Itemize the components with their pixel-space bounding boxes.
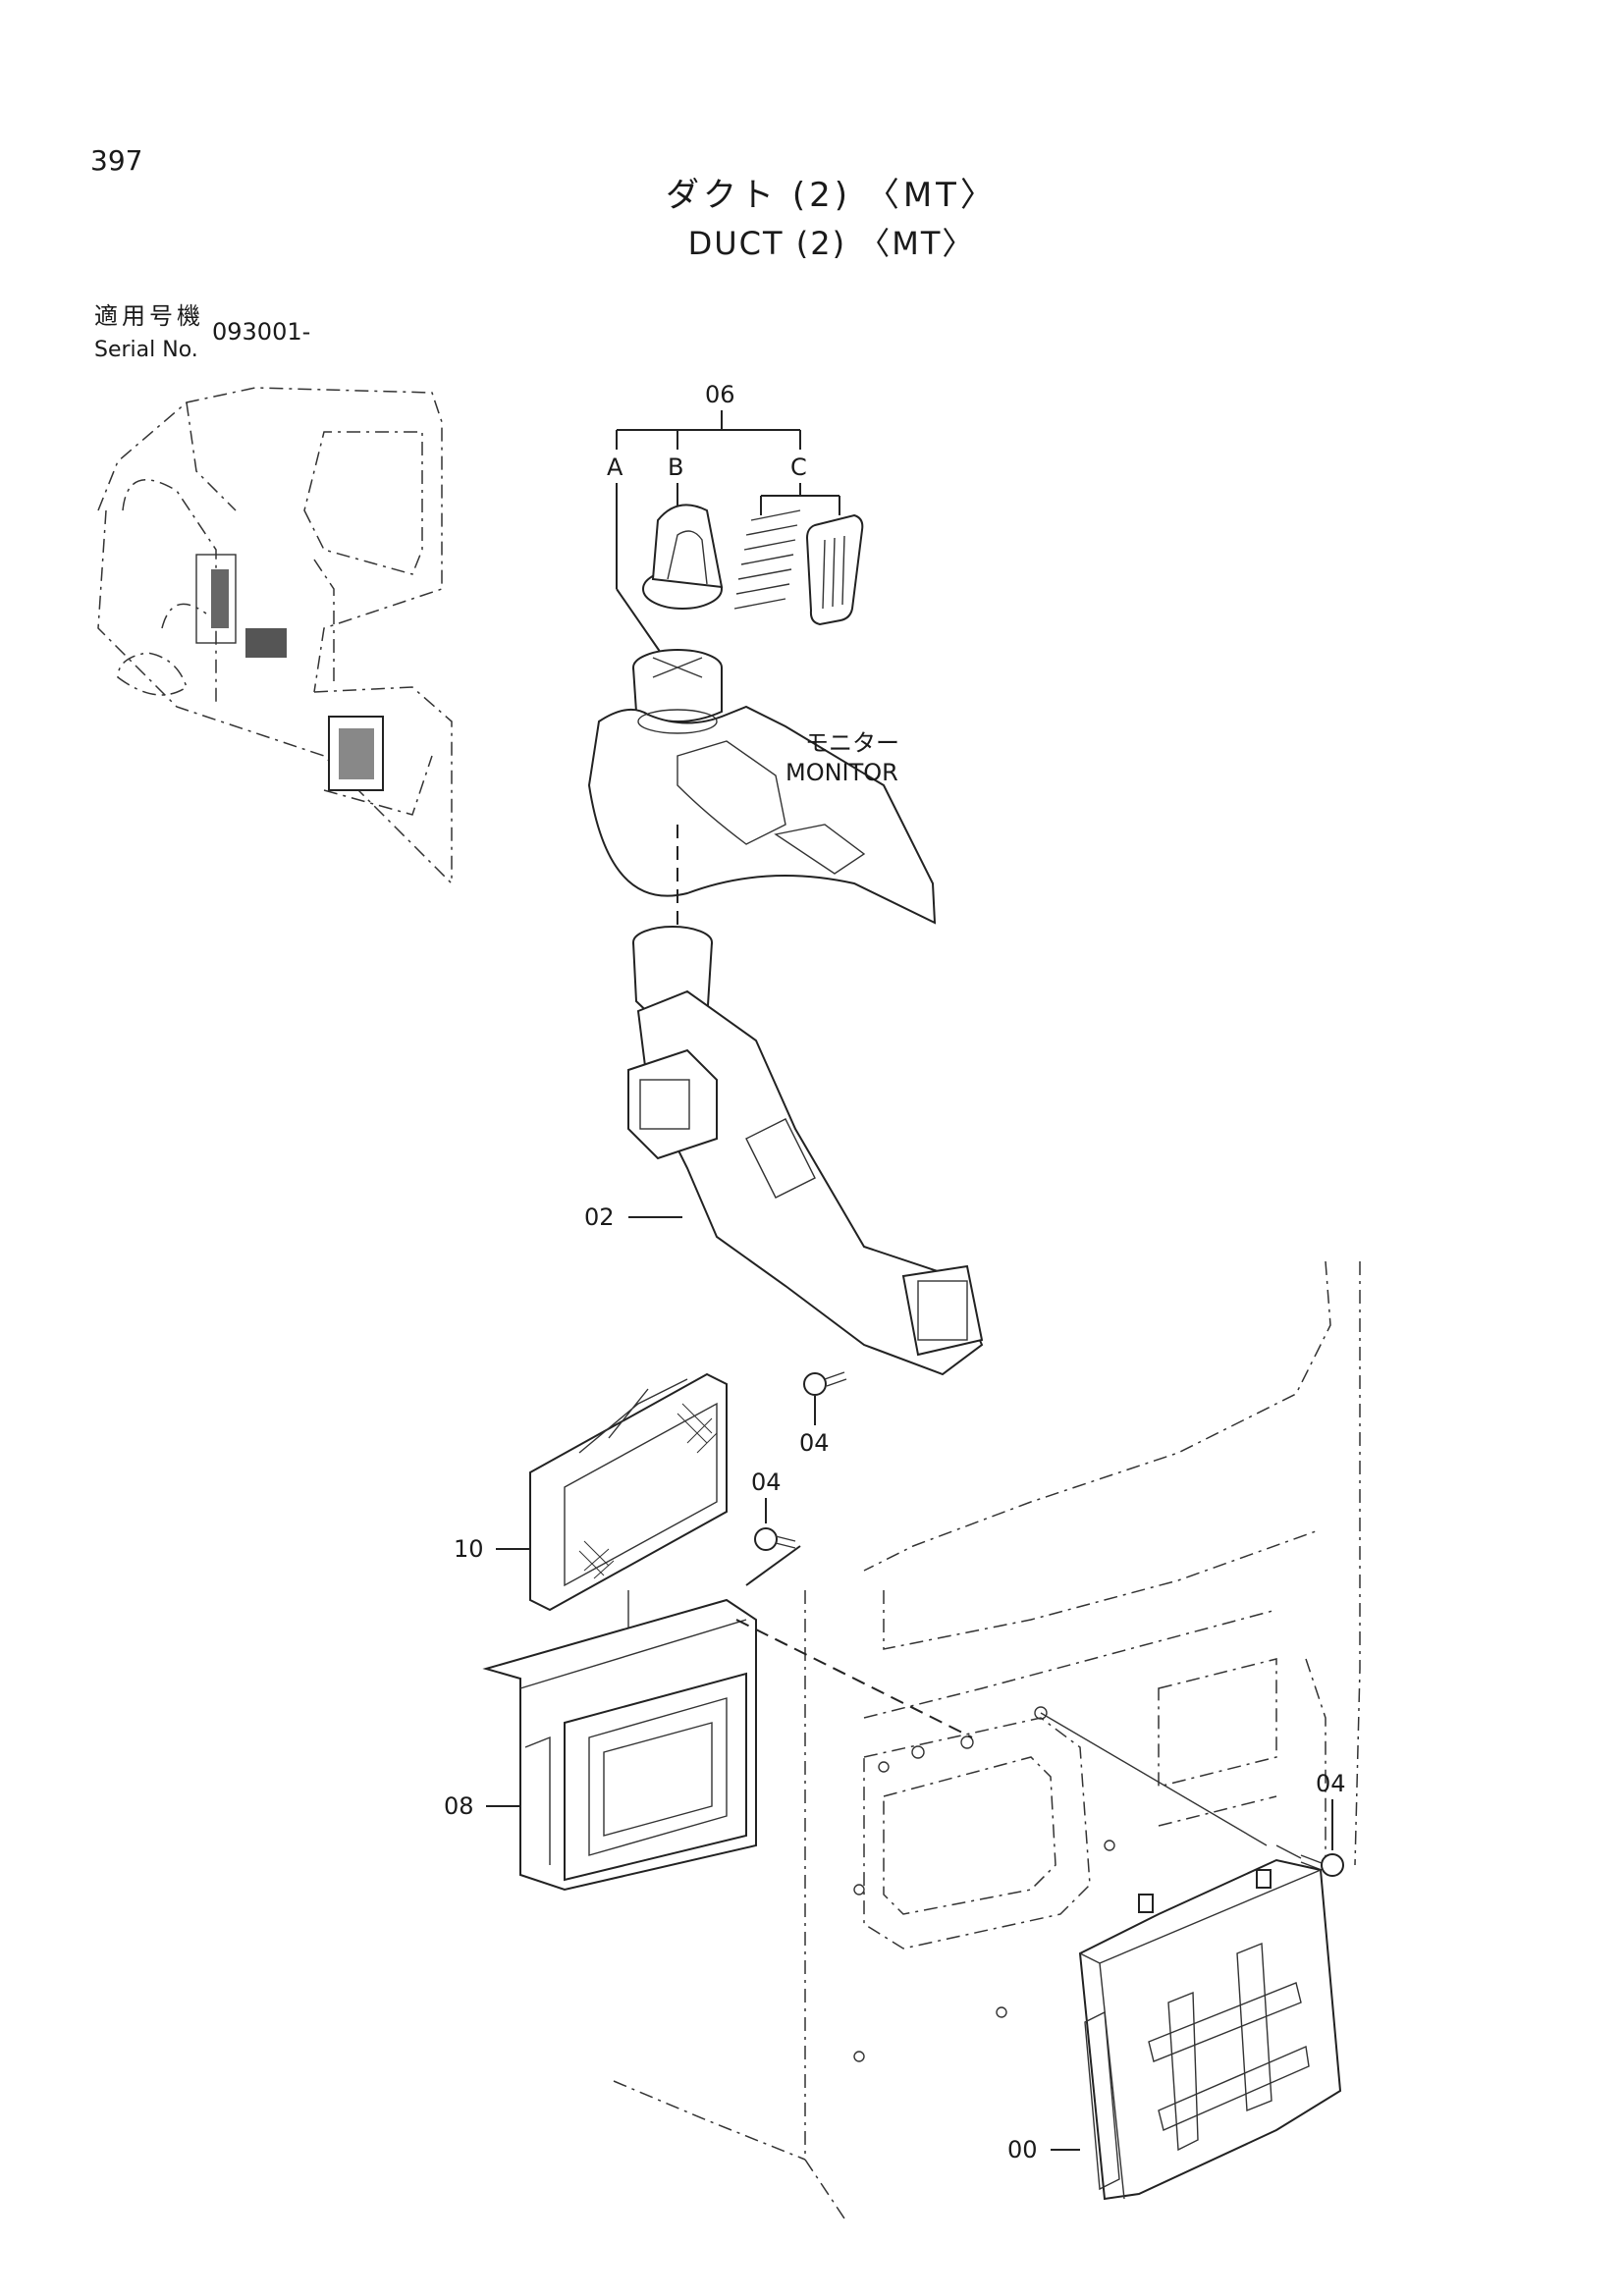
- duct-part-02: 02: [584, 926, 984, 1376]
- frame-part-08: 08: [444, 1598, 757, 1892]
- cab-overview-illustration: [97, 387, 453, 884]
- label-00: 00: [1007, 2136, 1038, 2163]
- label-04-upper: 04: [799, 1429, 830, 1457]
- label-06-a: A: [607, 454, 623, 481]
- bolt-04-middle: 04: [745, 1468, 801, 1586]
- part-06-callout: 06 A B C: [607, 381, 840, 657]
- serial-number-value: 093001-: [212, 318, 311, 346]
- label-02: 02: [584, 1203, 615, 1231]
- page-number: 397: [90, 144, 143, 177]
- label-10: 10: [454, 1535, 484, 1563]
- monitor-housing: モニター MONITOR: [587, 649, 937, 925]
- label-06: 06: [705, 381, 735, 408]
- monitor-label-en: MONITOR: [785, 759, 898, 786]
- bolt-04-upper: 04: [799, 1371, 847, 1457]
- label-04-middle: 04: [751, 1468, 782, 1496]
- page-title-ja: ダクト (2) 〈MT〉: [666, 176, 998, 215]
- filter-part-10: 10: [454, 1372, 728, 1612]
- label-08: 08: [444, 1792, 474, 1820]
- monitor-label-ja: モニター: [805, 729, 899, 757]
- spring-and-grille-c: [733, 509, 864, 626]
- page-title-en: DUCT (2) 〈MT〉: [687, 225, 976, 262]
- cab-wall-outline: [613, 1260, 1361, 2219]
- louver-nozzle-b: [642, 504, 724, 610]
- label-04-right: 04: [1316, 1770, 1346, 1797]
- label-06-c: C: [790, 454, 807, 481]
- label-06-b: B: [668, 454, 683, 481]
- serial-label-ja: 適用号機: [94, 302, 204, 330]
- serial-label-en: Serial No.: [94, 338, 198, 362]
- cover-part-00: 00: [1007, 1858, 1342, 2201]
- bolt-04-right: 04: [1275, 1770, 1346, 1877]
